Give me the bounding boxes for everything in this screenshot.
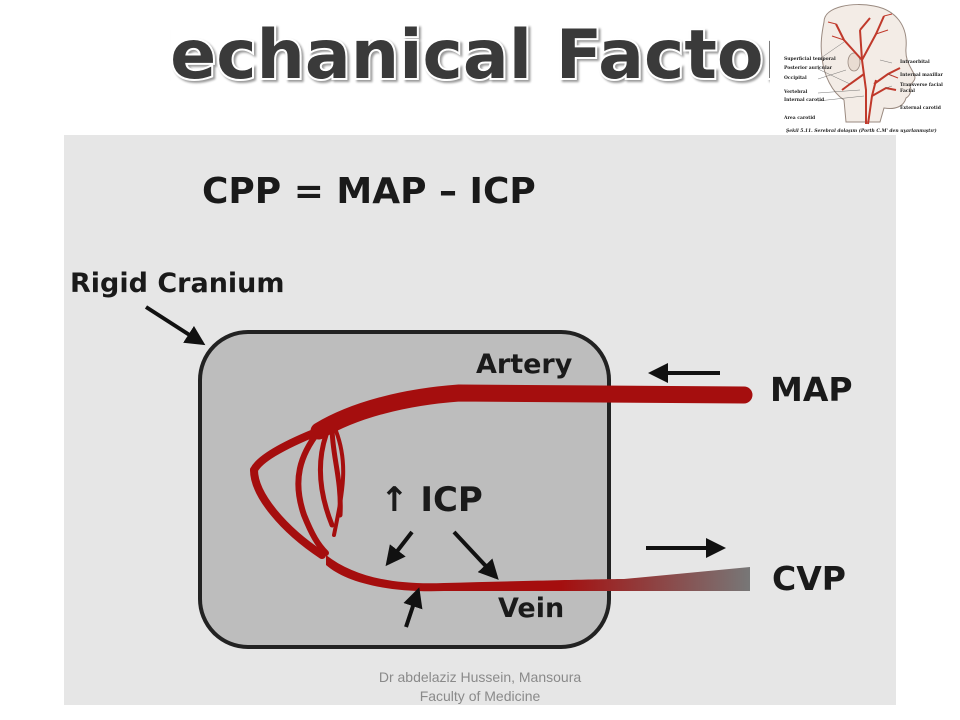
head-artery-figure: Superficial temporal Posterior auricular… bbox=[784, 0, 943, 142]
map-label: MAP bbox=[770, 370, 853, 409]
head-label-posterior-auricular: Posterior auricular bbox=[784, 66, 833, 71]
head-label-occipital: Occipital bbox=[784, 76, 807, 81]
footer-line-1: Dr abdelaziz Hussein, Mansoura bbox=[378, 669, 582, 685]
head-figure-caption: Şekil 5.11. Serebral dolaşım (Porth C.M'… bbox=[786, 129, 937, 134]
head-label-internal-carotid: Internal carotid bbox=[784, 98, 825, 103]
icp-label: ↑ ICP bbox=[380, 480, 483, 520]
cpp-equation: CPP = MAP – ICP bbox=[202, 171, 536, 212]
head-label-facial: Facial bbox=[900, 89, 915, 94]
slide-title-text: Mechanical Factors bbox=[170, 16, 770, 94]
icp-arrow-left bbox=[385, 530, 414, 567]
vein-pressure-arrow bbox=[403, 587, 423, 628]
rigid-cranium-arrow bbox=[144, 305, 206, 346]
artery-vessel bbox=[250, 384, 753, 559]
vein-vessel bbox=[326, 555, 750, 592]
head-label-intraorbital: Intraorbital bbox=[900, 60, 930, 65]
icp-arrow-right bbox=[452, 530, 499, 580]
head-label-transverse-facial: Transverse facial bbox=[900, 83, 943, 88]
artery-label: Artery bbox=[476, 349, 573, 380]
cvp-label: CVP bbox=[772, 559, 846, 598]
head-label-external-carotid: External carotid bbox=[900, 106, 941, 111]
head-label-internal-maxillar: Internal maxillar bbox=[900, 73, 943, 78]
cranium-box bbox=[198, 330, 611, 649]
rigid-cranium-label: Rigid Cranium bbox=[70, 268, 285, 299]
slide-title: Mechanical Factors bbox=[170, 14, 770, 94]
footer-line-2: Faculty of Medicine bbox=[419, 688, 541, 704]
head-label-superficial-temporal: Superficial temporal bbox=[784, 57, 836, 62]
slide-footer: Dr abdelaziz Hussein, Mansoura Faculty o… bbox=[340, 668, 620, 706]
head-label-area-carotid: Area carotid bbox=[784, 116, 816, 121]
head-label-vertebral: Vertebral bbox=[784, 90, 808, 95]
head-illustration bbox=[817, 4, 916, 125]
vein-label: Vein bbox=[498, 593, 564, 624]
cpp-diagram: CPP = MAP – ICP Rigid Cranium Artery ↑ I… bbox=[64, 135, 896, 705]
cpp-diagram-svg: CPP = MAP – ICP Rigid Cranium Artery ↑ I… bbox=[70, 171, 853, 649]
